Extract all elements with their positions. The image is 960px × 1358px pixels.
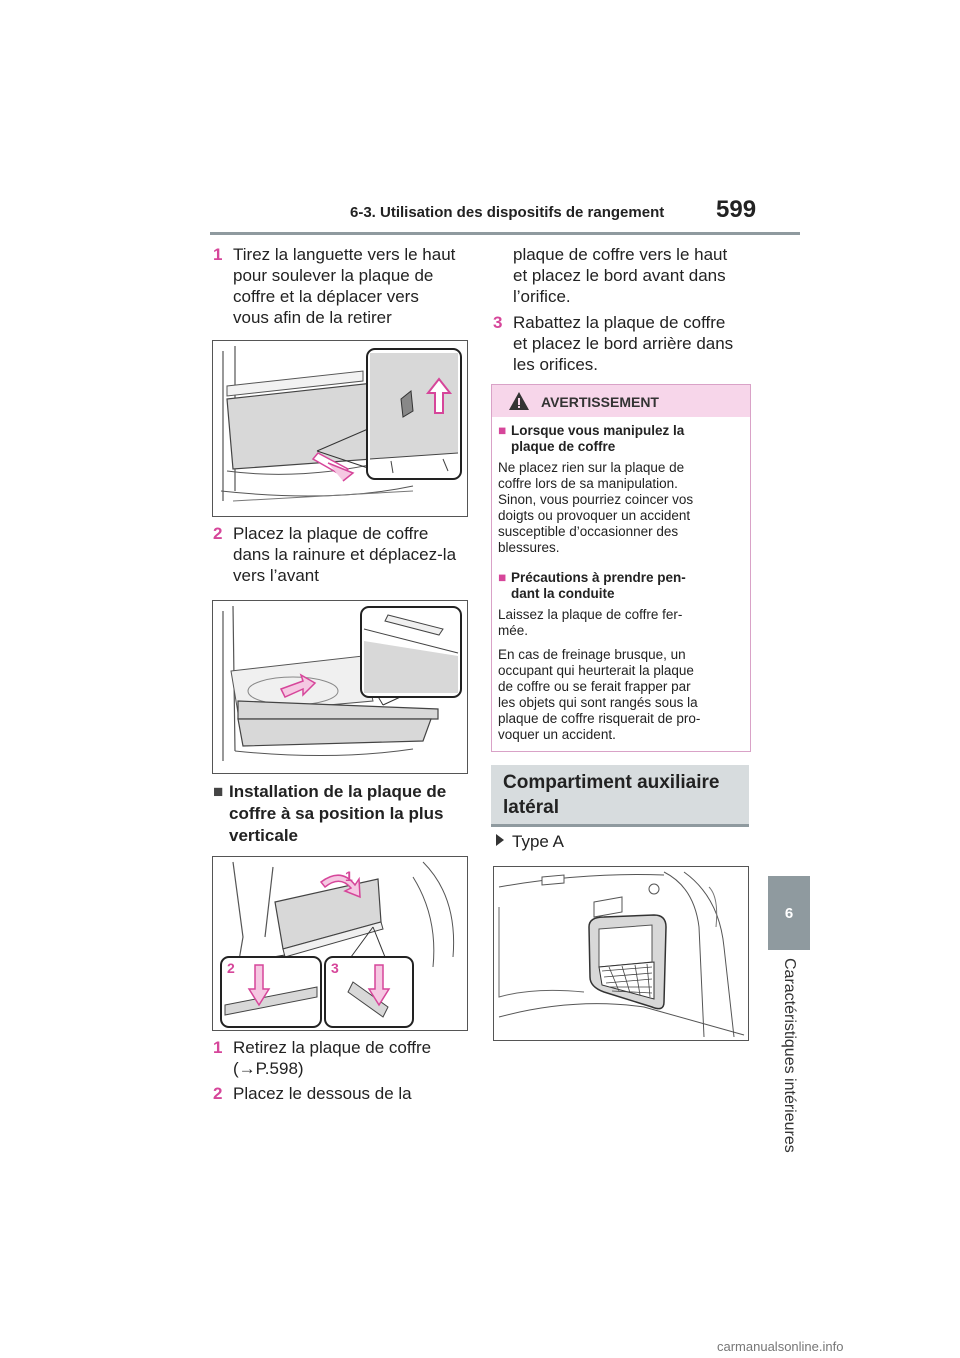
warning-text-keep-closed: Laissez la plaque de coffre fer- mée. bbox=[498, 607, 683, 638]
type-a-label: Type A bbox=[496, 832, 564, 852]
figure3-label-2: 2 bbox=[227, 960, 235, 976]
figure3-label-3: 3 bbox=[331, 960, 339, 976]
header-rule bbox=[210, 232, 800, 235]
page-number: 599 bbox=[716, 196, 757, 223]
figure-slide-tonneau bbox=[212, 600, 468, 774]
arrow-right-icon bbox=[496, 834, 504, 846]
warning-text-handling: Ne placez rien sur la plaque de coffre l… bbox=[498, 460, 694, 555]
chapter-label: Caractéristiques intérieures bbox=[781, 958, 798, 1153]
figure-vertical-position: 1 2 3 bbox=[212, 856, 468, 1031]
figure-side-compartment bbox=[493, 866, 749, 1041]
section-title-box: Compartiment auxiliaire latéral bbox=[491, 765, 749, 827]
figure3-label-1: 1 bbox=[345, 868, 353, 884]
watermark: carmanualsonline.info bbox=[717, 1339, 844, 1354]
section-header: 6-3. Utilisation des dispositifs de rang… bbox=[350, 204, 665, 221]
warning-box: AVERTISSEMENT ■ Lorsque vous manipulez l… bbox=[491, 384, 751, 752]
figure-remove-tonneau bbox=[212, 340, 468, 517]
warning-triangle-icon bbox=[509, 392, 529, 410]
warning-header: AVERTISSEMENT bbox=[492, 385, 750, 417]
section-title: Compartiment auxiliaire latéral bbox=[503, 772, 720, 818]
page-reference-link[interactable]: (→P.598) bbox=[233, 1059, 304, 1078]
chapter-tab: 6 bbox=[768, 876, 810, 950]
sub-step-2-continued: plaque de coffre vers le haut et placez … bbox=[513, 245, 728, 306]
warning-text-braking: En cas de freinage brusque, un occupant … bbox=[498, 647, 701, 742]
